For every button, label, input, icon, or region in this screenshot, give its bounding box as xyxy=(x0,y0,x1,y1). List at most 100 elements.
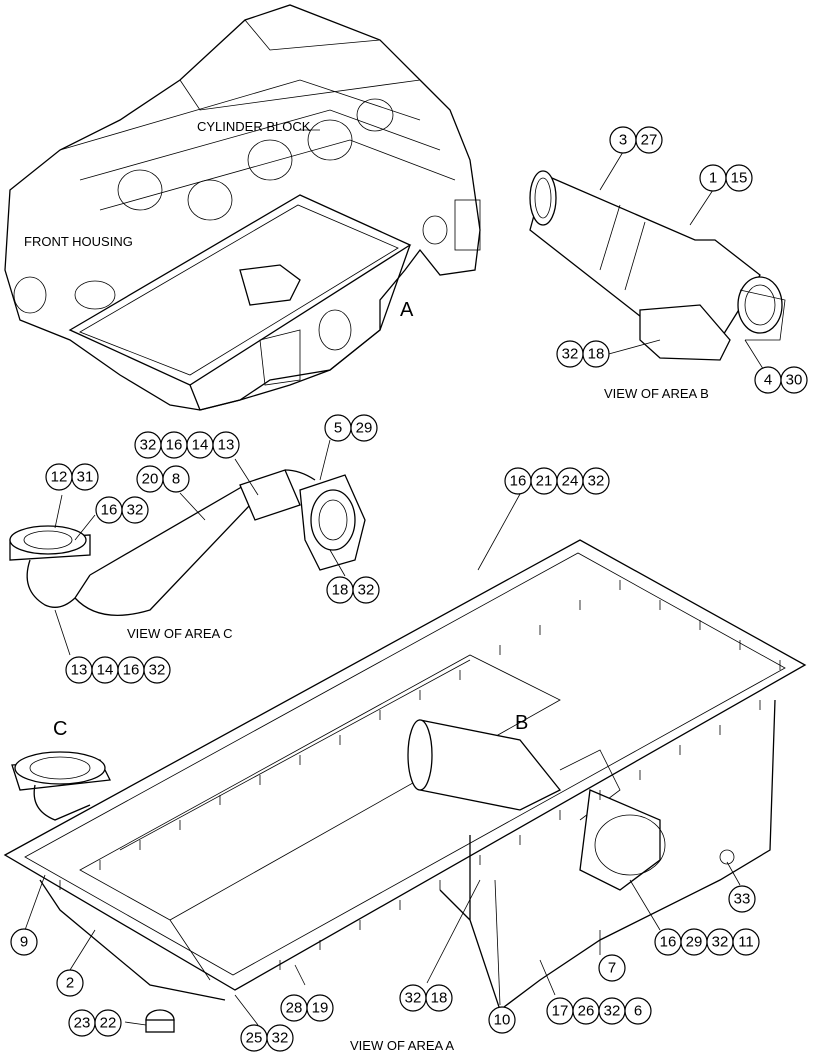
callout-number: 5 xyxy=(334,420,342,437)
callout-number: 8 xyxy=(172,471,180,488)
callout-number: 16 xyxy=(101,502,118,519)
callout-number: 14 xyxy=(192,437,209,454)
callout-number: 33 xyxy=(734,891,751,908)
callout-number: 32 xyxy=(712,934,729,951)
callout-number: 16 xyxy=(166,437,183,454)
callout-circle xyxy=(162,465,190,493)
callout-circle xyxy=(425,984,453,1012)
callout-number: 4 xyxy=(764,372,772,389)
callout-group: 20 8 xyxy=(136,465,190,493)
callout-circle xyxy=(582,340,610,368)
front-housing-label: FRONT HOUSING xyxy=(24,234,133,249)
callout-group: 2 xyxy=(56,969,84,997)
callout-circle xyxy=(56,969,84,997)
callout-group: 3 27 xyxy=(609,126,663,154)
callout-group: 33 xyxy=(728,885,756,913)
callout-number: 24 xyxy=(562,473,579,490)
view-c-caption: VIEW OF AREA C xyxy=(127,626,232,641)
callout-number: 32 xyxy=(149,662,166,679)
callout-circle xyxy=(306,994,334,1022)
callout-number: 14 xyxy=(97,662,114,679)
callout-number: 2 xyxy=(66,975,74,992)
callout-group: 32 18 xyxy=(556,340,610,368)
callout-circle xyxy=(212,431,240,459)
callout-number: 32 xyxy=(127,502,144,519)
callout-group: 12 31 xyxy=(45,463,99,491)
callout-number: 20 xyxy=(142,471,159,488)
area-c-pipe-illustration xyxy=(9,469,366,616)
callout-number: 6 xyxy=(634,1003,642,1020)
callout-number: 25 xyxy=(246,1030,263,1047)
callout-group: 17 26 32 6 xyxy=(546,997,652,1025)
callout-circle xyxy=(635,126,663,154)
callout-number: 32 xyxy=(405,990,422,1007)
callout-number: 27 xyxy=(641,132,658,149)
callout-number: 16 xyxy=(510,473,527,490)
engine-block-illustration xyxy=(4,4,481,411)
callout-number: 26 xyxy=(578,1003,595,1020)
callout-group: 16 21 24 32 xyxy=(504,467,610,495)
callout-group: 10 xyxy=(488,1006,516,1034)
callout-number: 15 xyxy=(731,170,748,187)
callout-group: 1 15 xyxy=(699,164,753,192)
callout-number: 16 xyxy=(660,934,677,951)
callout-number: 9 xyxy=(20,934,28,951)
callout-number: 23 xyxy=(74,1015,91,1032)
callout-group: 13 14 16 32 xyxy=(65,656,171,684)
callout-number: 18 xyxy=(431,990,448,1007)
callout-number: 31 xyxy=(77,469,94,486)
callout-number: 7 xyxy=(608,960,616,977)
callout-group: 5 29 xyxy=(324,414,378,442)
callout-circle xyxy=(728,885,756,913)
callout-circle xyxy=(121,496,149,524)
callout-group: 32 18 xyxy=(399,984,453,1012)
callout-circle xyxy=(350,414,378,442)
oil-pan-illustration xyxy=(3,539,807,1033)
callout-circle xyxy=(266,1024,294,1052)
callout-number: 18 xyxy=(588,346,605,363)
area-b-tube-illustration xyxy=(529,170,786,361)
callout-circle xyxy=(582,467,610,495)
callout-number: 29 xyxy=(356,420,373,437)
callout-group: 7 xyxy=(598,954,626,982)
callout-circle xyxy=(598,954,626,982)
callout-circle xyxy=(624,997,652,1025)
cylinder-block-label: CYLINDER BLOCK xyxy=(197,119,311,134)
callout-number: 17 xyxy=(552,1003,569,1020)
callout-number: 32 xyxy=(588,473,605,490)
callout-circle xyxy=(71,463,99,491)
callout-number: 3 xyxy=(619,132,627,149)
area-c-label: C xyxy=(53,718,67,740)
callout-number: 16 xyxy=(123,662,140,679)
view-b-caption: VIEW OF AREA B xyxy=(604,386,709,401)
callout-number: 11 xyxy=(738,934,754,951)
callout-number: 13 xyxy=(71,662,88,679)
callout-circle xyxy=(352,576,380,604)
callout-number: 32 xyxy=(562,346,579,363)
area-a-label: A xyxy=(400,299,414,321)
callout-group: 4 30 xyxy=(754,366,808,394)
callout-circle xyxy=(488,1006,516,1034)
leader-lines xyxy=(24,129,771,1026)
callout-number: 1 xyxy=(709,170,717,187)
callout-number: 32 xyxy=(604,1003,621,1020)
callout-number: 12 xyxy=(51,469,68,486)
callout-circle xyxy=(725,164,753,192)
callout-number: 21 xyxy=(536,473,553,490)
callout-number: 19 xyxy=(312,1000,329,1017)
callout-circle xyxy=(10,928,38,956)
callout-circle xyxy=(143,656,171,684)
callout-number: 18 xyxy=(332,582,349,599)
callout-number: 32 xyxy=(140,437,157,454)
callout-circle xyxy=(94,1009,122,1037)
callout-number: 32 xyxy=(358,582,375,599)
callout-number: 30 xyxy=(786,372,803,389)
